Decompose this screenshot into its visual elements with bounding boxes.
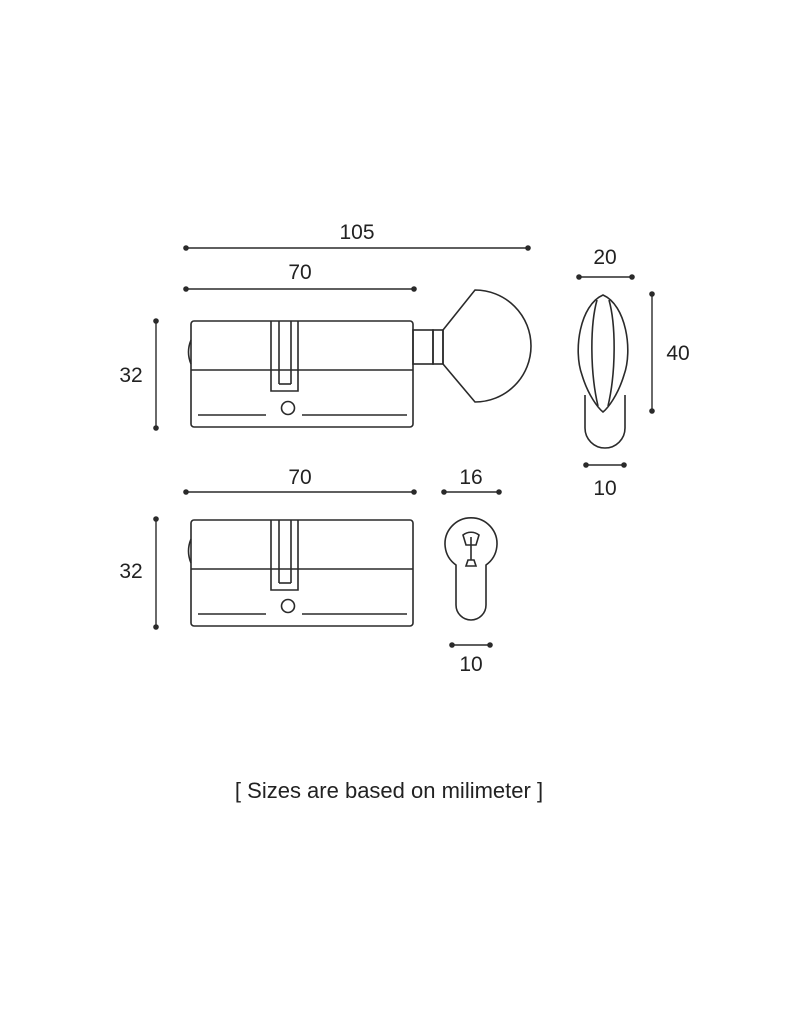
- dimension-label: 20: [593, 246, 616, 269]
- knob-end-view: [577, 294, 629, 449]
- knob-cylinder-side-view: [187, 289, 532, 428]
- dimension-label: 10: [593, 477, 616, 500]
- dimension-32-top: 32: [119, 318, 159, 431]
- dimension-label: 40: [666, 342, 689, 365]
- euro-profile-view: [444, 517, 498, 621]
- dimension-40: 40: [649, 291, 690, 414]
- dimension-20: 20: [576, 246, 635, 280]
- dimension-label: 16: [459, 466, 482, 489]
- dimension-16: 16: [441, 466, 502, 495]
- dimension-label: 70: [288, 261, 311, 284]
- dimension-10-knob: 10: [583, 462, 627, 500]
- dimension-label: 32: [119, 364, 142, 387]
- dimension-label: 10: [459, 653, 482, 676]
- dimension-70-top: 70: [183, 261, 417, 292]
- units-note: [ Sizes are based on milimeter ]: [234, 778, 544, 803]
- dimension-105: 105: [183, 221, 531, 251]
- euro-cylinder-side-view: [187, 519, 414, 627]
- dimension-32-bottom: 32: [119, 516, 159, 630]
- dimension-10-euro: 10: [449, 642, 493, 676]
- dimension-label: 32: [119, 560, 142, 583]
- dimension-70-bottom: 70: [183, 466, 417, 495]
- dimension-label: 105: [339, 221, 374, 244]
- dimension-label: 70: [288, 466, 311, 489]
